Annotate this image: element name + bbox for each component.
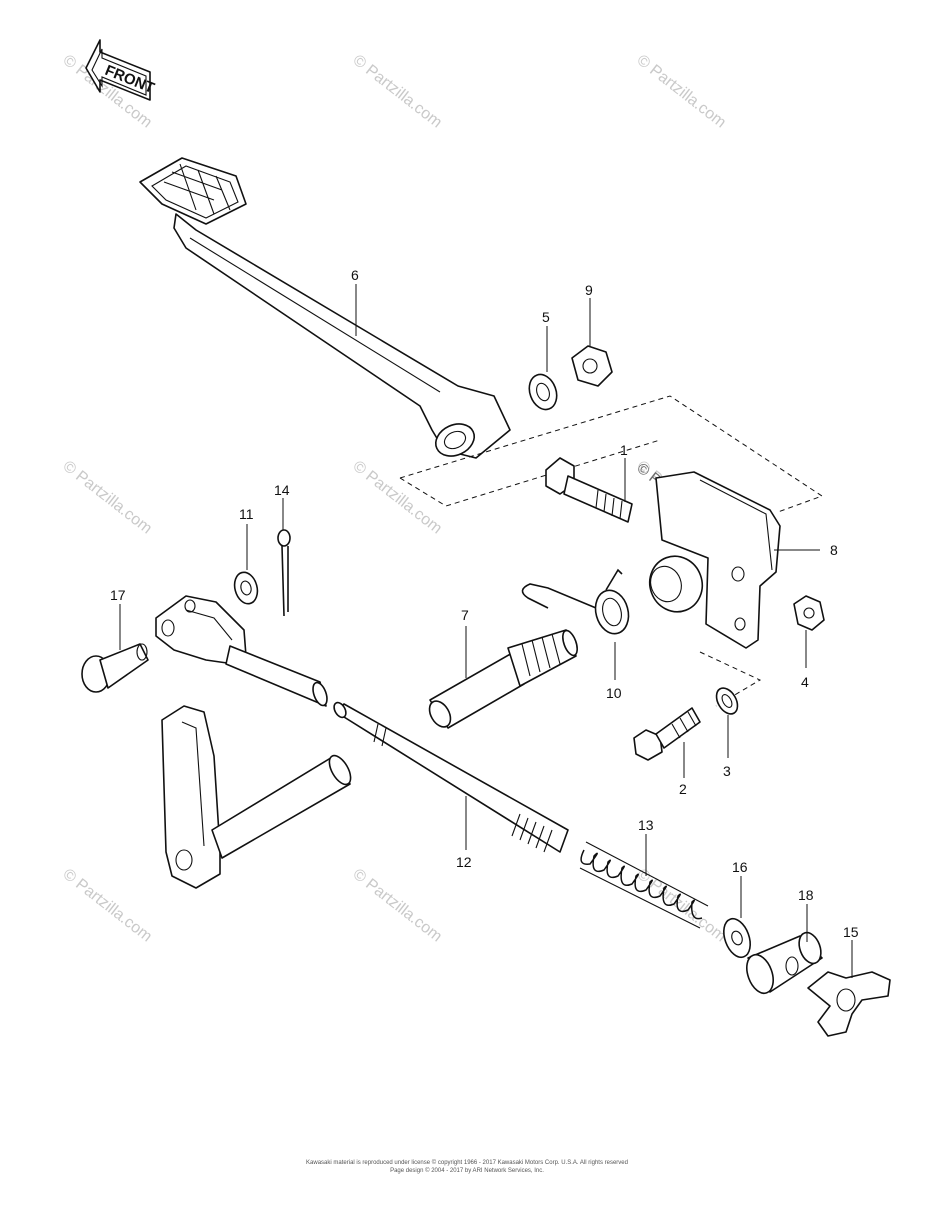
callout-16: 16 [732,859,748,875]
watermark: © Partzilla.com [350,866,445,946]
callout-10: 10 [606,685,622,701]
footer-copyright: Kawasaki material is reproduced under li… [306,1160,628,1166]
assembly-guide-line [399,395,824,513]
brake-lever-arm [161,705,352,889]
watermark: © Partzilla.com [634,866,729,946]
watermark: © Partzilla.com [350,52,445,132]
part-18-joint-pin [746,931,823,995]
callout-4: 4 [801,674,809,690]
watermark: © Partzilla.com [350,458,445,538]
part-11-washer [233,571,259,605]
watermark: © Partzilla.com [60,458,155,538]
part-17-clevis-pin [81,643,149,693]
part-13-spring [579,841,709,929]
callout-17: 17 [110,587,126,603]
callout-7: 7 [461,607,469,623]
callout-3: 3 [723,763,731,779]
part-15-wing-nut [807,971,891,1037]
part-14-cotter-pin [277,529,291,617]
part-3-lock-washer [715,687,739,715]
part-6-brake-pedal [139,157,511,459]
callout-15: 15 [843,924,859,940]
part-8-bracket [648,471,781,649]
callout-11: 11 [239,506,254,522]
part-10-return-spring [521,568,630,635]
callout-8: 8 [830,542,838,558]
callout-13: 13 [638,817,654,833]
part-12-brake-rod [333,701,569,853]
callout-5: 5 [542,309,550,325]
callout-9: 9 [585,282,593,298]
callout-6: 6 [351,267,359,283]
part-7-splined-shaft [428,629,578,729]
part-16-washer [723,917,751,959]
watermark: © Partzilla.com [60,866,155,946]
callout-14: 14 [274,482,290,498]
part-5-washer [528,373,558,411]
part-4-nut [793,595,825,631]
footer-page-design: Page design © 2004 - 2017 by ARI Network… [390,1168,544,1174]
leader-lines [119,284,853,978]
callout-12: 12 [456,854,472,870]
watermark: © Partzilla.com [634,52,729,132]
callout-labels: 1 2 3 4 5 6 7 8 9 10 11 12 13 14 15 16 1… [110,267,859,940]
part-1-bolt [545,457,633,523]
callout-1: 1 [620,442,628,458]
part-9-nut [571,345,613,387]
part-2-bolt [633,707,701,761]
callout-2: 2 [679,781,687,797]
clevis-yoke [155,595,328,707]
callout-18: 18 [798,887,814,903]
